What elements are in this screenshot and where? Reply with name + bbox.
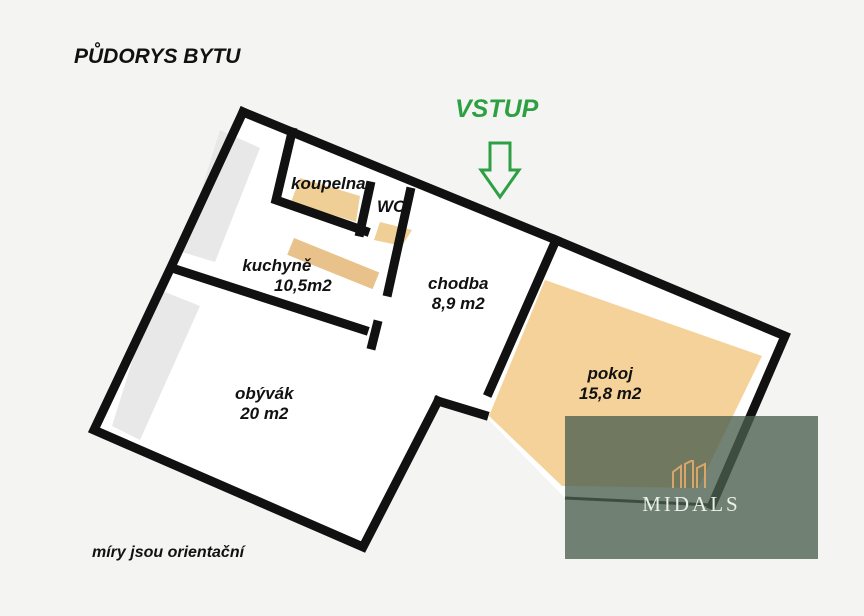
- kitchen-counter: [287, 238, 380, 290]
- room-name: koupelna: [291, 174, 366, 193]
- watermark: MIDALS: [565, 416, 818, 559]
- room-name: pokoj: [587, 364, 633, 383]
- room-name: chodba: [428, 274, 489, 293]
- room-kuchyne: kuchyně 10,5m2: [222, 256, 332, 295]
- watermark-brand: MIDALS: [642, 492, 741, 516]
- room-name: kuchyně: [242, 256, 312, 275]
- room-wc: WC: [377, 197, 405, 217]
- entrance-label: VSTUP: [455, 95, 539, 123]
- obyvak-window-wall: [112, 288, 200, 440]
- room-name: obývák: [235, 384, 294, 403]
- building-logo-icon: [672, 460, 706, 488]
- room-chodba: chodba 8,9 m2: [428, 274, 488, 313]
- room-name: WC: [377, 197, 406, 216]
- walls: [87, 106, 791, 553]
- room-obyvak: obývák 20 m2: [235, 384, 294, 423]
- plan-title: PŮDORYS BYTU: [74, 45, 241, 68]
- koupelna-floor: [291, 178, 360, 222]
- room-area: 8,9 m2: [431, 293, 485, 313]
- room-area: 10,5m2: [274, 275, 332, 295]
- entrance-arrow-icon: [478, 141, 522, 200]
- room-pokoj: pokoj 15,8 m2: [579, 364, 641, 403]
- room-area: 15,8 m2: [579, 383, 642, 403]
- kuchyne-window-wall: [182, 130, 260, 262]
- dimensions-note: míry jsou orientační: [92, 544, 245, 561]
- room-area: 20 m2: [240, 403, 289, 423]
- room-koupelna: koupelna: [291, 174, 366, 194]
